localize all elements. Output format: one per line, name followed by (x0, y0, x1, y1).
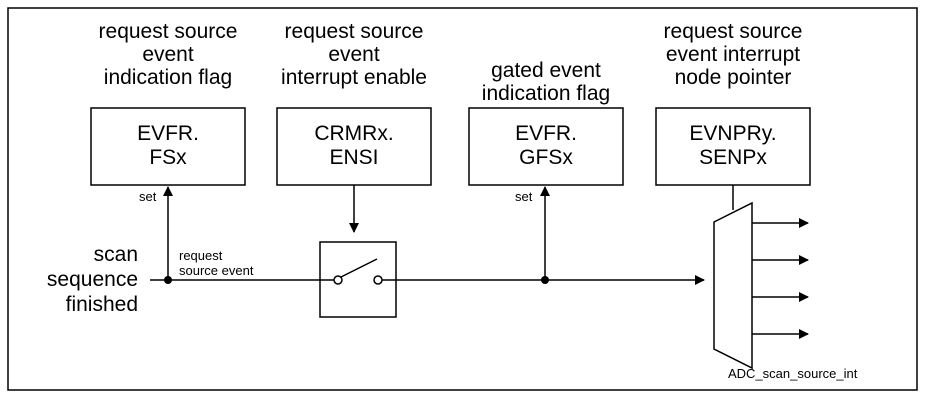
header-gated: gated event indication flag (446, 59, 646, 105)
box-text-fsx-line-2: FSx (149, 146, 187, 169)
switch-contact-left (333, 275, 343, 285)
switch-contact-right (373, 275, 383, 285)
box-text-fsx: EVFR. FSx (91, 122, 245, 170)
header-enable: request source event interrupt enable (254, 20, 454, 89)
input-label: scan sequence finished (14, 242, 138, 317)
input-label-line-3: finished (65, 293, 138, 316)
header-enable-line-2: event (328, 43, 380, 66)
header-gated-line-1: gated event (491, 59, 601, 82)
input-label-line-2: sequence (46, 268, 138, 291)
header-pointer: request source event interrupt node poin… (633, 20, 833, 89)
header-flag-line-1: request source (98, 20, 238, 43)
demultiplexer (713, 201, 753, 370)
set-label-fsx: set (139, 189, 157, 204)
set-label-gfsx: set (515, 189, 533, 204)
box-text-gfsx: EVFR. GFSx (469, 122, 623, 170)
box-text-senpx: EVNPRy. SENPx (656, 122, 810, 170)
box-text-gfsx-line-2: GFSx (519, 146, 573, 169)
input-label-line-1: scan (93, 243, 138, 266)
outer-frame (7, 7, 918, 391)
event-label: request source event (179, 248, 253, 278)
header-pointer-line-3: node pointer (674, 66, 792, 89)
figure-id: ADC_scan_source_int (728, 366, 858, 381)
header-flag: request source event indication flag (70, 20, 266, 89)
header-pointer-line-2: event interrupt (665, 43, 801, 66)
header-flag-line-3: indication flag (103, 66, 233, 89)
box-text-ensi-line-1: CRMRx. (314, 122, 394, 145)
header-flag-line-2: event (142, 43, 194, 66)
header-gated-line-2: indication flag (481, 82, 611, 105)
box-text-fsx-line-1: EVFR. (137, 122, 199, 145)
event-label-line-2: source event (179, 263, 254, 278)
box-text-senpx-line-2: SENPx (699, 146, 767, 169)
switch-lever (340, 258, 378, 278)
box-text-ensi: CRMRx. ENSI (277, 122, 431, 170)
event-label-line-1: request (179, 248, 223, 263)
box-text-senpx-line-1: EVNPRy. (689, 122, 777, 145)
header-enable-line-1: request source (284, 20, 424, 43)
header-pointer-line-1: request source (663, 20, 803, 43)
header-enable-line-3: interrupt enable (281, 66, 427, 89)
box-text-gfsx-line-1: EVFR. (515, 122, 577, 145)
box-text-ensi-line-2: ENSI (329, 146, 379, 169)
box-evfr-fsx (90, 107, 246, 186)
box-evfr-gfsx (468, 107, 624, 186)
